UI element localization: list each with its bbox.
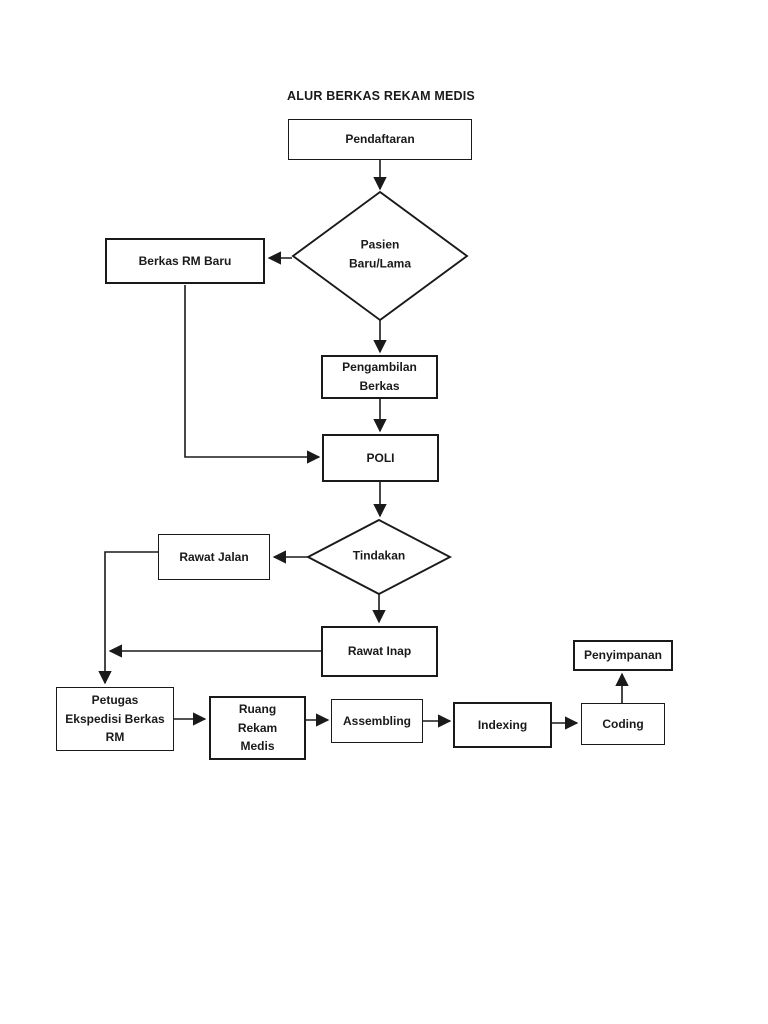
node-pendaftaran: Pendaftaran [288,119,472,160]
edge-berkas-rm-baru-to-poli [184,285,321,464]
node-tindakan-label: Tindakan [352,548,406,563]
node-pengambilan-berkas: Pengambilan Berkas [321,355,438,399]
node-ruang-rekam-medis: Ruang Rekam Medis [209,696,306,760]
node-pasien-baru-lama-label: Pasien Baru/Lama [348,237,412,270]
node-indexing: Indexing [453,702,552,748]
node-assembling: Assembling [331,699,423,743]
node-coding: Coding [581,703,665,745]
node-penyimpanan: Penyimpanan [573,640,673,671]
node-petugas-ekspedisi-berkas-rm: Petugas Ekspedisi Berkas RM [56,687,174,751]
node-rawat-inap: Rawat Inap [321,626,438,677]
node-berkas-rm-baru: Berkas RM Baru [105,238,265,284]
node-poli: POLI [322,434,439,482]
edge-rawat-jalan-to-petugas [98,551,158,685]
diagram-title: ALUR BERKAS REKAM MEDIS [287,89,475,103]
node-rawat-jalan: Rawat Jalan [158,534,270,580]
